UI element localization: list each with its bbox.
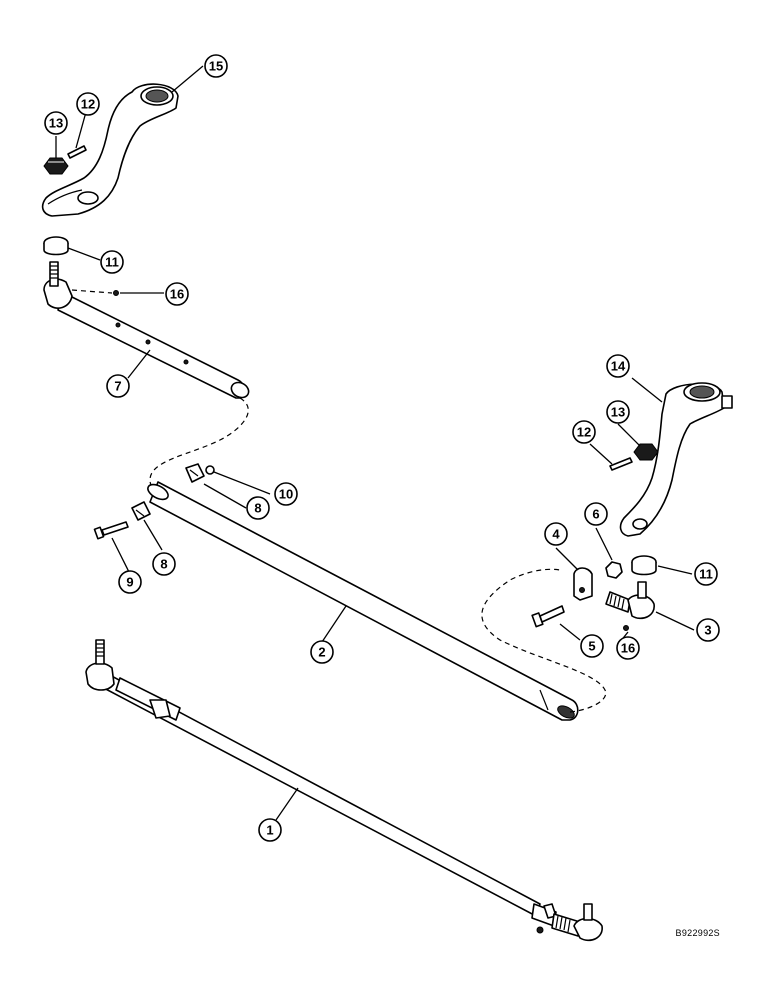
callout-number: 11 (105, 255, 119, 270)
callout-circle (204, 54, 228, 78)
callout-c15: 15 (204, 54, 228, 78)
bolt-right (531, 605, 565, 628)
callout-number: 12 (81, 97, 95, 112)
callout-circle (246, 496, 270, 520)
callout-circle (274, 482, 298, 506)
nut-right (605, 561, 623, 579)
callout-c13b: 13 (606, 400, 630, 424)
ball-joint-end (605, 581, 655, 620)
callout-c2: 2 (310, 640, 334, 664)
callout-number: 12 (577, 425, 591, 440)
callout-c3: 3 (696, 618, 720, 642)
callout-circle (152, 552, 176, 576)
callout-c10: 10 (274, 482, 298, 506)
assembly-path-upper (149, 397, 249, 491)
callout-circle (258, 818, 282, 842)
callout-circle (100, 250, 124, 274)
callout-number: 2 (318, 645, 325, 660)
dust-seal-left (43, 236, 69, 256)
tube-long (147, 481, 579, 721)
callout-number: 3 (704, 623, 711, 638)
clamp-right (573, 567, 593, 601)
callout-number: 14 (611, 359, 626, 374)
callout-number: 16 (621, 641, 635, 656)
callout-c11a: 11 (100, 250, 124, 274)
tie-rod-short (43, 261, 250, 399)
callout-circle (44, 111, 68, 135)
callout-c7: 7 (106, 374, 130, 398)
callout-number: 11 (699, 567, 713, 582)
callout-number: 6 (592, 507, 599, 522)
callout-number: 8 (160, 557, 167, 572)
callout-number: 16 (170, 287, 184, 302)
callout-circle (106, 374, 130, 398)
callout-number: 10 (279, 487, 293, 502)
callout-circle (310, 640, 334, 664)
clamp-upper (185, 463, 205, 483)
callout-circle (76, 92, 100, 116)
callout-number: 15 (209, 59, 223, 74)
callout-circle (572, 420, 596, 444)
grease-fitting-right (623, 625, 629, 631)
drawing-reference-code: B922992S (676, 928, 720, 938)
callout-number: 8 (254, 501, 261, 516)
callout-c5: 5 (580, 634, 604, 658)
nut-upper (205, 465, 215, 475)
callout-c16a: 16 (165, 282, 189, 306)
clamp-lower (131, 501, 151, 521)
callout-number: 13 (611, 405, 625, 420)
bolt-left (93, 521, 129, 540)
leader-lines (55, 65, 695, 821)
dust-seal-right (631, 555, 657, 576)
callout-circle (118, 570, 142, 594)
callout-c6: 6 (584, 502, 608, 526)
callout-c1: 1 (258, 818, 282, 842)
callout-c12a: 12 (76, 92, 100, 116)
callout-circle (580, 634, 604, 658)
callout-number: 13 (49, 116, 63, 131)
callout-circle (165, 282, 189, 306)
callout-c8a: 8 (246, 496, 270, 520)
cotter-pin-upper-right (609, 457, 633, 471)
steering-arm-left (41, 83, 179, 217)
callout-number: 5 (588, 639, 595, 654)
callout-c12b: 12 (572, 420, 596, 444)
callout-circle (606, 400, 630, 424)
callout-number: 1 (266, 823, 273, 838)
callout-circle (584, 502, 608, 526)
fitting-path-left (71, 289, 113, 294)
castle-nut-upper-left (43, 157, 69, 175)
callout-circle (544, 522, 568, 546)
callout-c8b: 8 (152, 552, 176, 576)
cotter-pin-upper-left (67, 145, 87, 159)
assembly-path-right (481, 568, 607, 713)
callout-labels: 15 13 12 11 16 7 14 13 12 10 8 8 9 4 6 11 3 5 16 2 1 (44, 54, 720, 842)
callout-number: 7 (114, 379, 121, 394)
castle-nut-upper-right (633, 443, 659, 461)
callout-c16b: 16 (616, 636, 640, 660)
callout-c13a: 13 (44, 111, 68, 135)
grease-fitting-left (113, 290, 119, 296)
callout-circle (606, 354, 630, 378)
callout-c11b: 11 (694, 562, 718, 586)
steering-arm-right (619, 382, 733, 537)
callout-c9: 9 (118, 570, 142, 594)
callout-c4: 4 (544, 522, 568, 546)
callout-circle (694, 562, 718, 586)
callout-c14: 14 (606, 354, 630, 378)
tie-rod-long (85, 639, 603, 942)
callout-number: 4 (552, 527, 560, 542)
callout-number: 9 (126, 575, 133, 590)
callout-circle (696, 618, 720, 642)
callout-circle (616, 636, 640, 660)
